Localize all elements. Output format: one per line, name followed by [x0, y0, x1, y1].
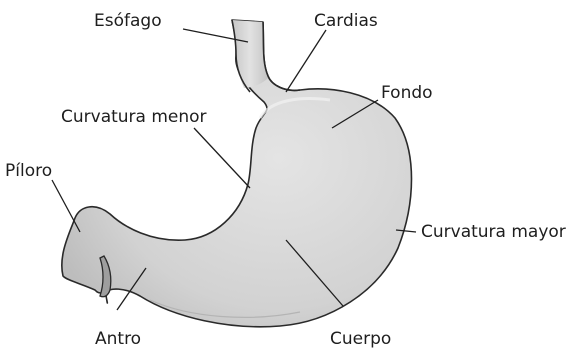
leader-cardias [286, 30, 326, 92]
leader-curvatura-menor [194, 128, 250, 188]
label-piloro: Píloro [5, 161, 52, 181]
label-curvatura-menor: Curvatura menor [61, 107, 207, 127]
label-curvatura-mayor: Curvatura mayor [421, 222, 566, 242]
label-antro: Antro [95, 329, 141, 349]
label-esofago: Esófago [94, 11, 162, 31]
label-cuerpo: Cuerpo [330, 329, 391, 349]
label-cardias: Cardias [314, 11, 378, 31]
leader-piloro [52, 180, 80, 232]
label-fondo: Fondo [381, 83, 433, 103]
